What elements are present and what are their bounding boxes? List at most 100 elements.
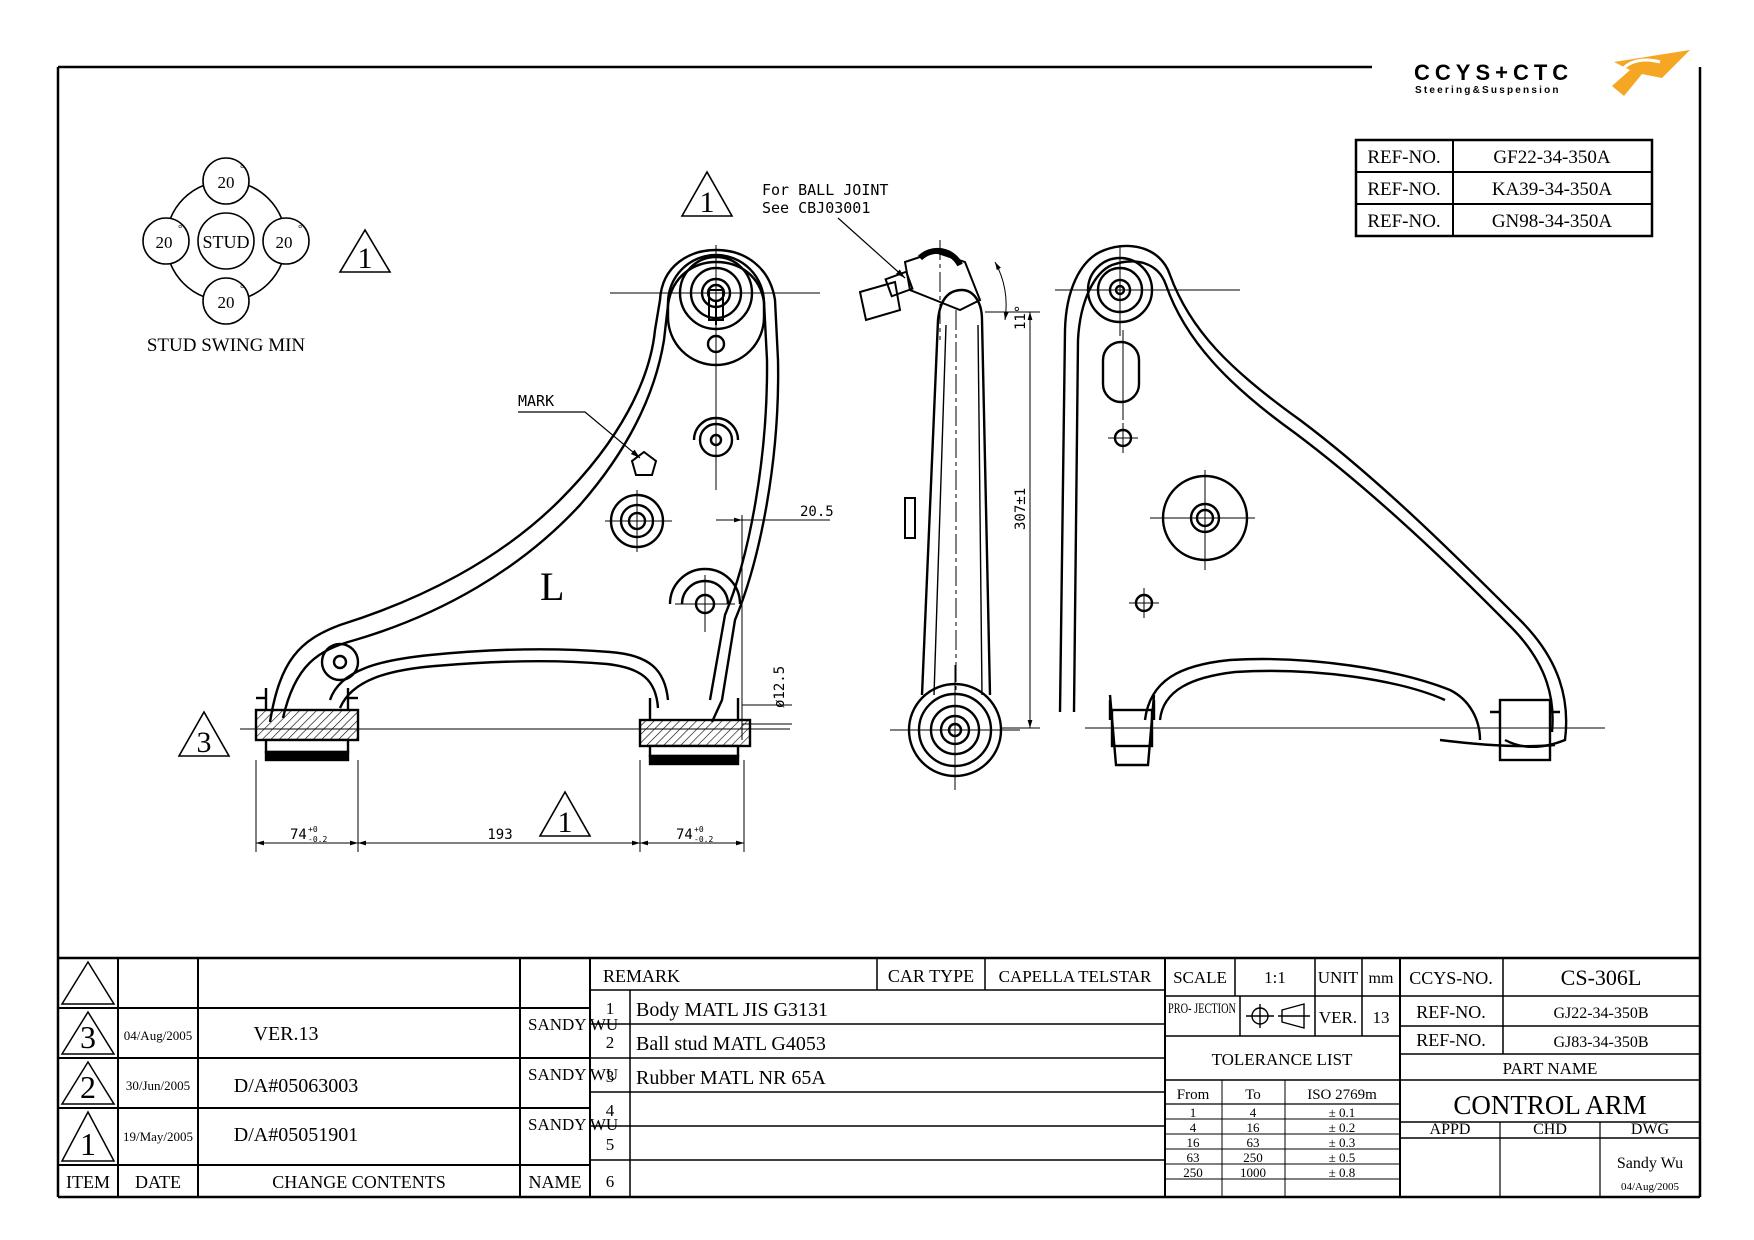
- svg-text:± 0.2: ± 0.2: [1329, 1120, 1356, 1135]
- revision-mark-1c: 1: [538, 790, 592, 839]
- remark-text-3: Rubber MATL NR 65A: [636, 1067, 826, 1089]
- svg-text:°: °: [240, 163, 244, 175]
- ref-top-label-3: REF-NO.: [1367, 211, 1440, 232]
- svg-text:63: 63: [1247, 1135, 1260, 1150]
- dim-74-right-tol-lower: -0.2: [694, 835, 713, 844]
- remark-no-2: 2: [606, 1033, 615, 1052]
- rev-header-change: CHANGE CONTENTS: [272, 1172, 446, 1192]
- ref-top-label-1: REF-NO.: [1367, 147, 1440, 168]
- mark-label: MARK: [518, 392, 554, 410]
- rev-change-1: D/A#05051901: [234, 1124, 358, 1146]
- svg-text:1: 1: [558, 806, 573, 839]
- svg-text:°: °: [240, 283, 244, 295]
- mark-leader: [518, 411, 641, 459]
- rev-triangles: [60, 960, 116, 1162]
- ccys-value: CS-306L: [1561, 965, 1642, 990]
- rev-name-3: SANDY WU: [528, 1015, 618, 1034]
- ball-joint-leader: [837, 217, 906, 279]
- revision-mark-3: 3: [177, 710, 231, 759]
- tolerance-rows: 1 4 ± 0.1 4 16 ± 0.2 16 63 ± 0.3 63 250 …: [1183, 1105, 1355, 1180]
- dim-dia-12-5: ø12.5: [772, 666, 788, 708]
- rev-item-3: 3: [80, 1019, 96, 1055]
- ref2-label: REF-NO.: [1416, 1030, 1486, 1050]
- centerlines-front: [240, 245, 820, 730]
- rev-header-date: DATE: [135, 1172, 181, 1192]
- logo-wing-icon: [1612, 50, 1690, 96]
- dim-74-left-tol-lower: -0.2: [308, 835, 327, 844]
- stud-swing-labels: 20 ° 20 ° 20 ° 20 ° STUD STUD SWING MIN: [147, 163, 306, 356]
- remark-no-3: 3: [606, 1067, 615, 1086]
- drawn-date: 04/Aug/2005: [1621, 1181, 1680, 1193]
- tol-head-from: From: [1177, 1087, 1210, 1103]
- part-name-label: PART NAME: [1503, 1059, 1598, 1078]
- dim-74-right: 74: [676, 827, 693, 843]
- dimensions-front: [255, 515, 830, 852]
- rev-change-3: VER.13: [254, 1023, 319, 1045]
- svg-text:4: 4: [1190, 1120, 1197, 1135]
- rev-name-1: SANDY WU: [528, 1115, 618, 1134]
- rev-date-3: 04/Aug/2005: [124, 1028, 193, 1043]
- svg-text:± 0.3: ± 0.3: [1329, 1135, 1356, 1150]
- rev-item-2: 2: [80, 1069, 96, 1105]
- dim-193: 193: [487, 827, 512, 843]
- stud-angle-bottom: 20: [218, 293, 235, 312]
- drawn-by: Sandy Wu: [1617, 1155, 1683, 1172]
- rev-header-item: ITEM: [66, 1172, 110, 1192]
- projection-label: PRO- JECTION: [1168, 1001, 1236, 1017]
- tol-head-iso: ISO 2769m: [1307, 1087, 1377, 1103]
- control-arm-front-view: [254, 248, 780, 766]
- ball-joint-note-2: See CBJ03001: [762, 199, 870, 217]
- remark-text-1: Body MATL JIS G3131: [636, 999, 828, 1021]
- svg-text:250: 250: [1243, 1150, 1263, 1165]
- ref1-label: REF-NO.: [1416, 1002, 1486, 1022]
- svg-text:°: °: [178, 223, 182, 235]
- ver-label: VER.: [1319, 1008, 1357, 1027]
- car-type-value: CAPELLA TELSTAR: [999, 967, 1152, 986]
- rev-date-1: 19/May/2005: [123, 1129, 193, 1144]
- ver-value: 13: [1373, 1008, 1390, 1027]
- unit-label: UNIT: [1318, 968, 1359, 987]
- svg-text:1: 1: [358, 242, 373, 275]
- stud-swing-caption: STUD SWING MIN: [147, 335, 306, 356]
- ref-top-value-3: GN98-34-350A: [1492, 211, 1613, 232]
- dim-74-left: 74: [290, 827, 307, 843]
- ball-joint-note-1: For BALL JOINT: [762, 181, 888, 199]
- stud-swing-diagram: [142, 157, 310, 325]
- stud-center-label: STUD: [202, 232, 249, 252]
- logo-brand: CCYS+CTC: [1414, 60, 1573, 85]
- svg-text:± 0.5: ± 0.5: [1329, 1150, 1356, 1165]
- dim-20-5: 20.5: [800, 504, 834, 520]
- svg-text:± 0.1: ± 0.1: [1329, 1105, 1356, 1120]
- remark-no-5: 5: [606, 1135, 615, 1154]
- svg-text:1: 1: [700, 186, 715, 219]
- rev-change-2: D/A#05063003: [234, 1075, 358, 1097]
- svg-text:3: 3: [197, 726, 212, 759]
- part-name-value: CONTROL ARM: [1453, 1090, 1646, 1120]
- title-block-grid: [58, 956, 1700, 1197]
- svg-text:1000: 1000: [1240, 1165, 1266, 1180]
- rev-header-name: NAME: [529, 1172, 582, 1192]
- dim-307: 307±1: [1013, 488, 1029, 530]
- unit-value: mm: [1369, 970, 1394, 987]
- scale-value: 1:1: [1264, 968, 1286, 987]
- ref-top-value-1: GF22-34-350A: [1493, 147, 1610, 168]
- stud-angle-right: 20: [276, 233, 293, 252]
- scale-label: SCALE: [1173, 968, 1227, 987]
- tol-head-to: To: [1245, 1087, 1261, 1103]
- appd-label: APPD: [1430, 1121, 1471, 1138]
- logo-tagline: Steering&Suspension: [1415, 85, 1561, 96]
- revision-mark-1b: 1: [680, 170, 734, 219]
- stud-angle-top: 20: [218, 173, 235, 192]
- rev-name-2: SANDY WU: [528, 1065, 618, 1084]
- dwg-label: DWG: [1631, 1121, 1670, 1138]
- remark-no-1: 1: [606, 999, 615, 1018]
- ref-top-label-2: REF-NO.: [1367, 179, 1440, 200]
- dim-74-right-tol-upper: +0: [694, 825, 704, 834]
- side-letter: L: [540, 564, 564, 609]
- rev-date-2: 30/Jun/2005: [126, 1078, 190, 1093]
- svg-text:16: 16: [1247, 1120, 1261, 1135]
- svg-text:250: 250: [1183, 1165, 1203, 1180]
- control-arm-side-view: [858, 247, 1003, 778]
- svg-text:16: 16: [1187, 1135, 1201, 1150]
